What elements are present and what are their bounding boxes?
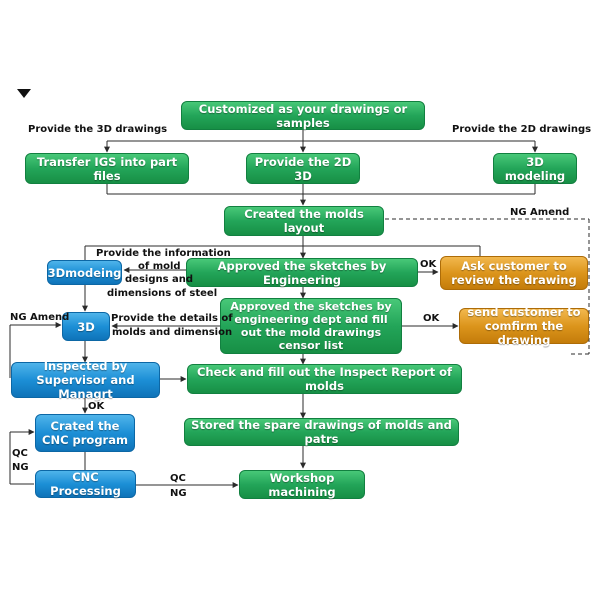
cnc-processing-node: CNC Processing <box>35 470 136 498</box>
provide-2d-label: Provide the 2D drawings <box>452 124 592 135</box>
send-customer-node: send customer to comfirm the drawing <box>459 305 589 347</box>
ng-amend-right-label: NG Amend <box>510 207 570 218</box>
ok-label-3: OK <box>88 401 105 412</box>
provide-info-label-3: designs and <box>125 274 194 285</box>
qc-left-label: QC <box>12 448 28 459</box>
workshop-node: Workshop machining <box>239 470 365 499</box>
ask-customer-node: Ask customer to review the drawing <box>440 256 588 290</box>
qc-mid-label: QC <box>170 473 186 484</box>
triangle-down-icon <box>17 89 31 98</box>
approved-dept-node: Approved the sketches by engineering dep… <box>220 298 402 354</box>
provide-2d-3d-node: Provide the 2D 3D <box>246 153 360 184</box>
provide-details-label-1: Provide the details of <box>111 313 233 324</box>
customized-node: Customized as your drawings or samples <box>181 101 425 130</box>
crated-cnc-node: Crated the CNC program <box>35 414 135 452</box>
transfer-igs-node: Transfer IGS into part files <box>25 153 189 184</box>
provide-info-label-2: of mold <box>138 261 181 272</box>
3d-node: 3D <box>62 312 110 341</box>
approved-engineering-node: Approved the sketches by Engineering <box>186 258 418 287</box>
ng-amend-left-label: NG Amend <box>10 312 70 323</box>
provide-details-label-2: molds and dimension <box>112 327 233 338</box>
ok-label-1: OK <box>420 259 437 270</box>
stored-drawings-node: Stored the spare drawings of molds and p… <box>184 418 459 446</box>
provide-info-label-1: Provide the information <box>96 248 231 259</box>
provide-info-label-4: dimensions of steel <box>107 288 218 299</box>
ng-mid-label: NG <box>170 488 187 499</box>
modeling-3d-node: 3D modeling <box>493 153 577 184</box>
ng-left-label: NG <box>12 462 29 473</box>
inspected-node: Inspected by Supervisor and Managrt <box>11 359 160 401</box>
check-report-node: Check and fill out the Inspect Report of… <box>187 364 462 394</box>
3d-modeling-short-node: 3Dmodeing <box>47 260 122 285</box>
provide-3d-label: Provide the 3D drawings <box>28 124 168 135</box>
molds-layout-node: Created the molds layout <box>224 206 384 236</box>
ok-label-2: OK <box>423 313 440 324</box>
